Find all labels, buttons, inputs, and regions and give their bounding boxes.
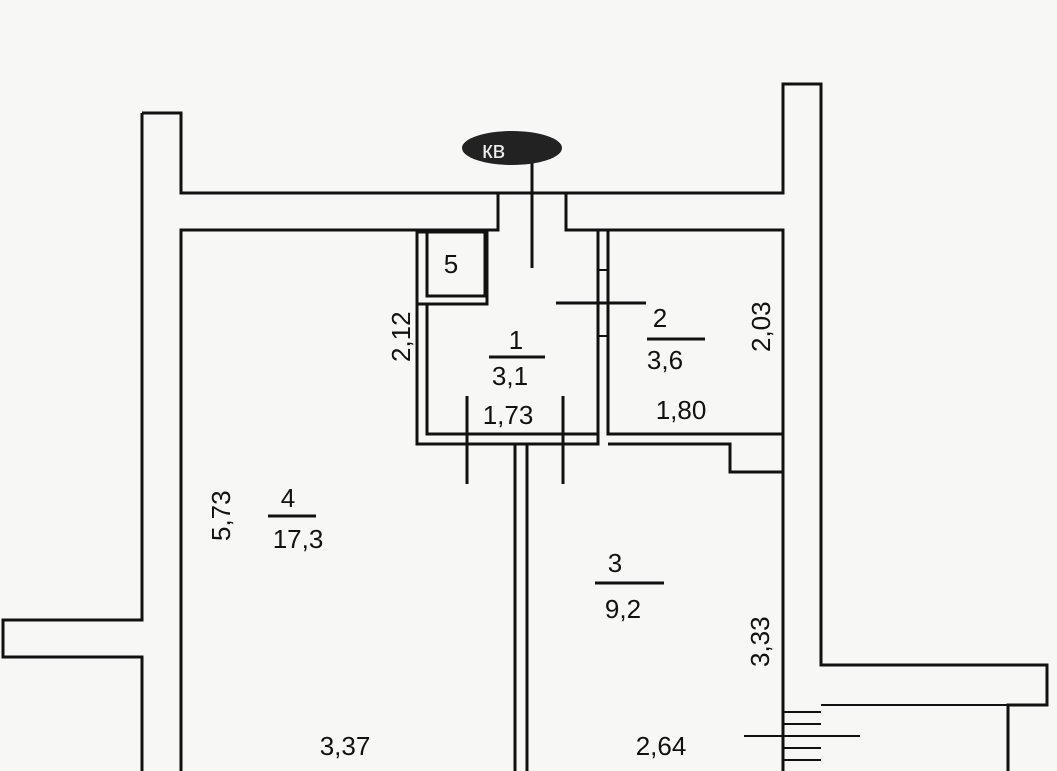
entrance-door-jambs	[496, 193, 568, 230]
room-4-area: 17,3	[273, 524, 324, 554]
partition-4-3	[513, 444, 529, 771]
balcony-steps	[744, 704, 1008, 761]
room-2-width: 1,80	[656, 395, 707, 425]
room-4-width: 3,37	[320, 731, 371, 761]
room-1-height: 2,12	[386, 311, 416, 362]
room-4-height: 5,73	[206, 490, 236, 541]
redacted-number	[462, 131, 562, 165]
room-5-number: 5	[444, 249, 458, 279]
room-2-area: 3,6	[647, 345, 683, 375]
room-3-area: 9,2	[605, 594, 641, 624]
room-3-height: 3,33	[745, 616, 775, 667]
room-4-number: 4	[281, 483, 295, 513]
room-3-width: 2,64	[636, 731, 687, 761]
room-1-area: 3,1	[492, 361, 528, 391]
room-2-number: 2	[653, 303, 667, 333]
room-1-number: 1	[509, 325, 523, 355]
room-1-width: 1,73	[483, 400, 534, 430]
room-2-height: 2,03	[746, 301, 776, 352]
apartment-label: кв	[482, 137, 505, 164]
outer-wall	[1, 82, 1049, 771]
room-3-number: 3	[608, 548, 622, 578]
